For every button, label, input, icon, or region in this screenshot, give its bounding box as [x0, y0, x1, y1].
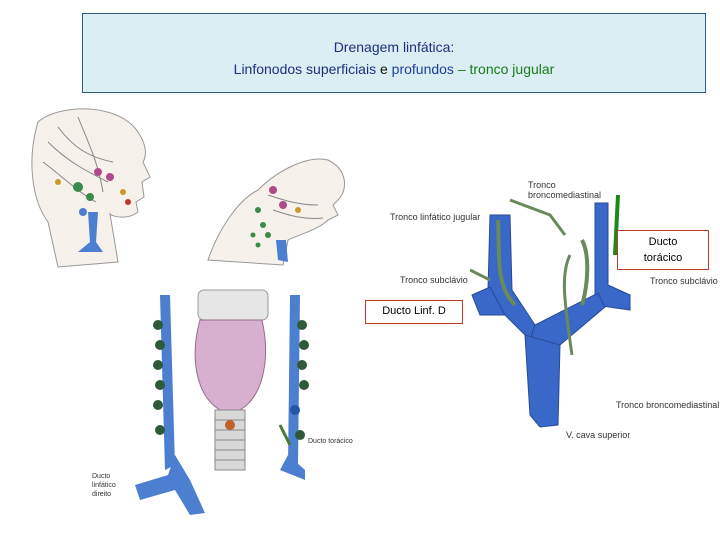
title-line-1: Drenagem linfática:: [83, 36, 705, 58]
title-e: e: [380, 61, 388, 77]
label-tronco-subclavio-right: Tronco subclávio: [650, 276, 718, 286]
head-tilted-illustration: [198, 150, 358, 270]
callout-ducto-linf-d: Ducto Linf. D: [365, 300, 463, 324]
label-tronco-bronco-bottom: Tronco broncomediastinal: [616, 400, 719, 410]
title-line-2: Linfonodos superficiais e profundos – tr…: [83, 58, 705, 80]
title-box: Drenagem linfática: Linfonodos superfici…: [82, 13, 706, 93]
title-tronco-jugular: – tronco jugular: [458, 61, 555, 77]
callout-ducto-toracico-line1: Ducto: [618, 234, 708, 250]
label-ducto-linfatico-direito: Ducto linfático direito: [92, 472, 116, 499]
head-lateral-illustration: [18, 102, 168, 272]
callout-ducto-toracico-line2: torácico: [618, 250, 708, 266]
label-tronco-subclavio-left: Tronco subclávio: [400, 275, 468, 285]
label-ducto-ld-line2: linfático: [92, 481, 116, 490]
label-tronco-bronco-top-line2: broncomediastinal: [528, 190, 601, 200]
label-ducto-ld-line3: direito: [92, 490, 116, 499]
label-tronco-bronco-top-line1: Tronco: [528, 180, 601, 190]
label-vcava-superior: V. cava superior: [566, 430, 630, 440]
label-ducto-toracico-small: Ducto torácico: [308, 438, 353, 445]
title-superficiais: Linfonodos superficiais: [234, 61, 376, 77]
label-tronco-bronco-top: Tronco broncomediastinal: [528, 180, 601, 200]
title-profundos: profundos: [392, 61, 454, 77]
callout-ducto-toracico: Ducto torácico: [617, 230, 709, 270]
neck-anterior-illustration: [130, 285, 320, 520]
label-ducto-ld-line1: Ducto: [92, 472, 116, 481]
label-tronco-linfatico-jugular: Tronco linfático jugular: [390, 212, 480, 222]
